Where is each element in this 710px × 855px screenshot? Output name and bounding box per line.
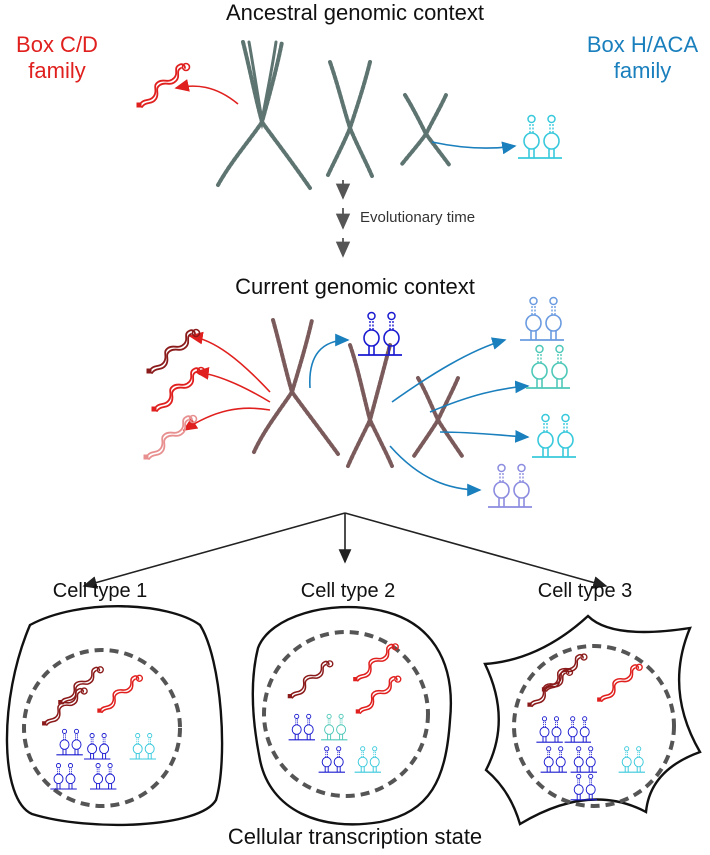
cell-type-3-label: Cell type 3	[537, 580, 633, 602]
cellular-transcription-title: Cellular transcription state	[227, 824, 483, 849]
current-haca-snorna-lavender	[487, 463, 533, 508]
evolutionary-time-label: Evolutionary time	[360, 209, 476, 226]
box-cd-family-label: Box C/D family	[2, 32, 112, 84]
current-cd-snorna-red	[151, 366, 206, 412]
cell-3-nucleus	[512, 644, 676, 808]
box-haca-line2: family	[613, 58, 672, 83]
current-haca-snorna-navy	[357, 311, 403, 356]
ancestral-haca-arrow	[431, 141, 517, 155]
current-chromosome-medium	[346, 343, 394, 468]
box-haca-family-label: Box H/ACA family	[575, 32, 710, 84]
cell-type-1-label: Cell type 1	[52, 580, 148, 602]
current-haca-snorna-teal	[525, 344, 571, 389]
cell-1-nucleus	[22, 648, 182, 808]
current-chromosome-small	[412, 376, 464, 458]
ancestral-cd-snorna	[136, 62, 191, 108]
cell-3-membrane	[483, 614, 702, 826]
cell-2-membrane	[251, 605, 453, 826]
current-context-title: Current genomic context	[235, 274, 475, 299]
cell-type-2-label: Cell type 2	[300, 580, 396, 602]
current-cd-snorna-pink	[143, 414, 198, 460]
current-haca-snorna-light-blue	[519, 296, 565, 341]
ancestral-chromosome-medium	[326, 60, 374, 178]
cell-1-membrane	[5, 605, 224, 827]
box-cd-line2: family	[28, 58, 86, 83]
current-cd-arrows	[182, 331, 271, 431]
ancestral-chromosome-large	[216, 40, 312, 190]
cell-3	[483, 614, 702, 826]
current-haca-snorna-cyan	[531, 413, 577, 458]
ancestral-context-title: Ancestral genomic context	[225, 0, 485, 25]
branch-arrows	[82, 512, 608, 589]
current-chromosome-large	[252, 318, 340, 456]
ancestral-cd-arrow	[174, 79, 239, 105]
cell-1	[5, 605, 224, 827]
current-haca-arrows	[309, 333, 530, 497]
box-cd-line1: Box C/D	[16, 32, 98, 57]
ancestral-chromosomes	[216, 40, 452, 190]
ancestral-chromosome-small	[400, 93, 452, 168]
current-chromosomes	[252, 318, 464, 468]
box-haca-line1: Box H/ACA	[586, 32, 699, 57]
ancestral-haca-snorna	[517, 114, 563, 159]
cell-2	[251, 605, 453, 826]
cell-2-nucleus	[262, 630, 430, 798]
